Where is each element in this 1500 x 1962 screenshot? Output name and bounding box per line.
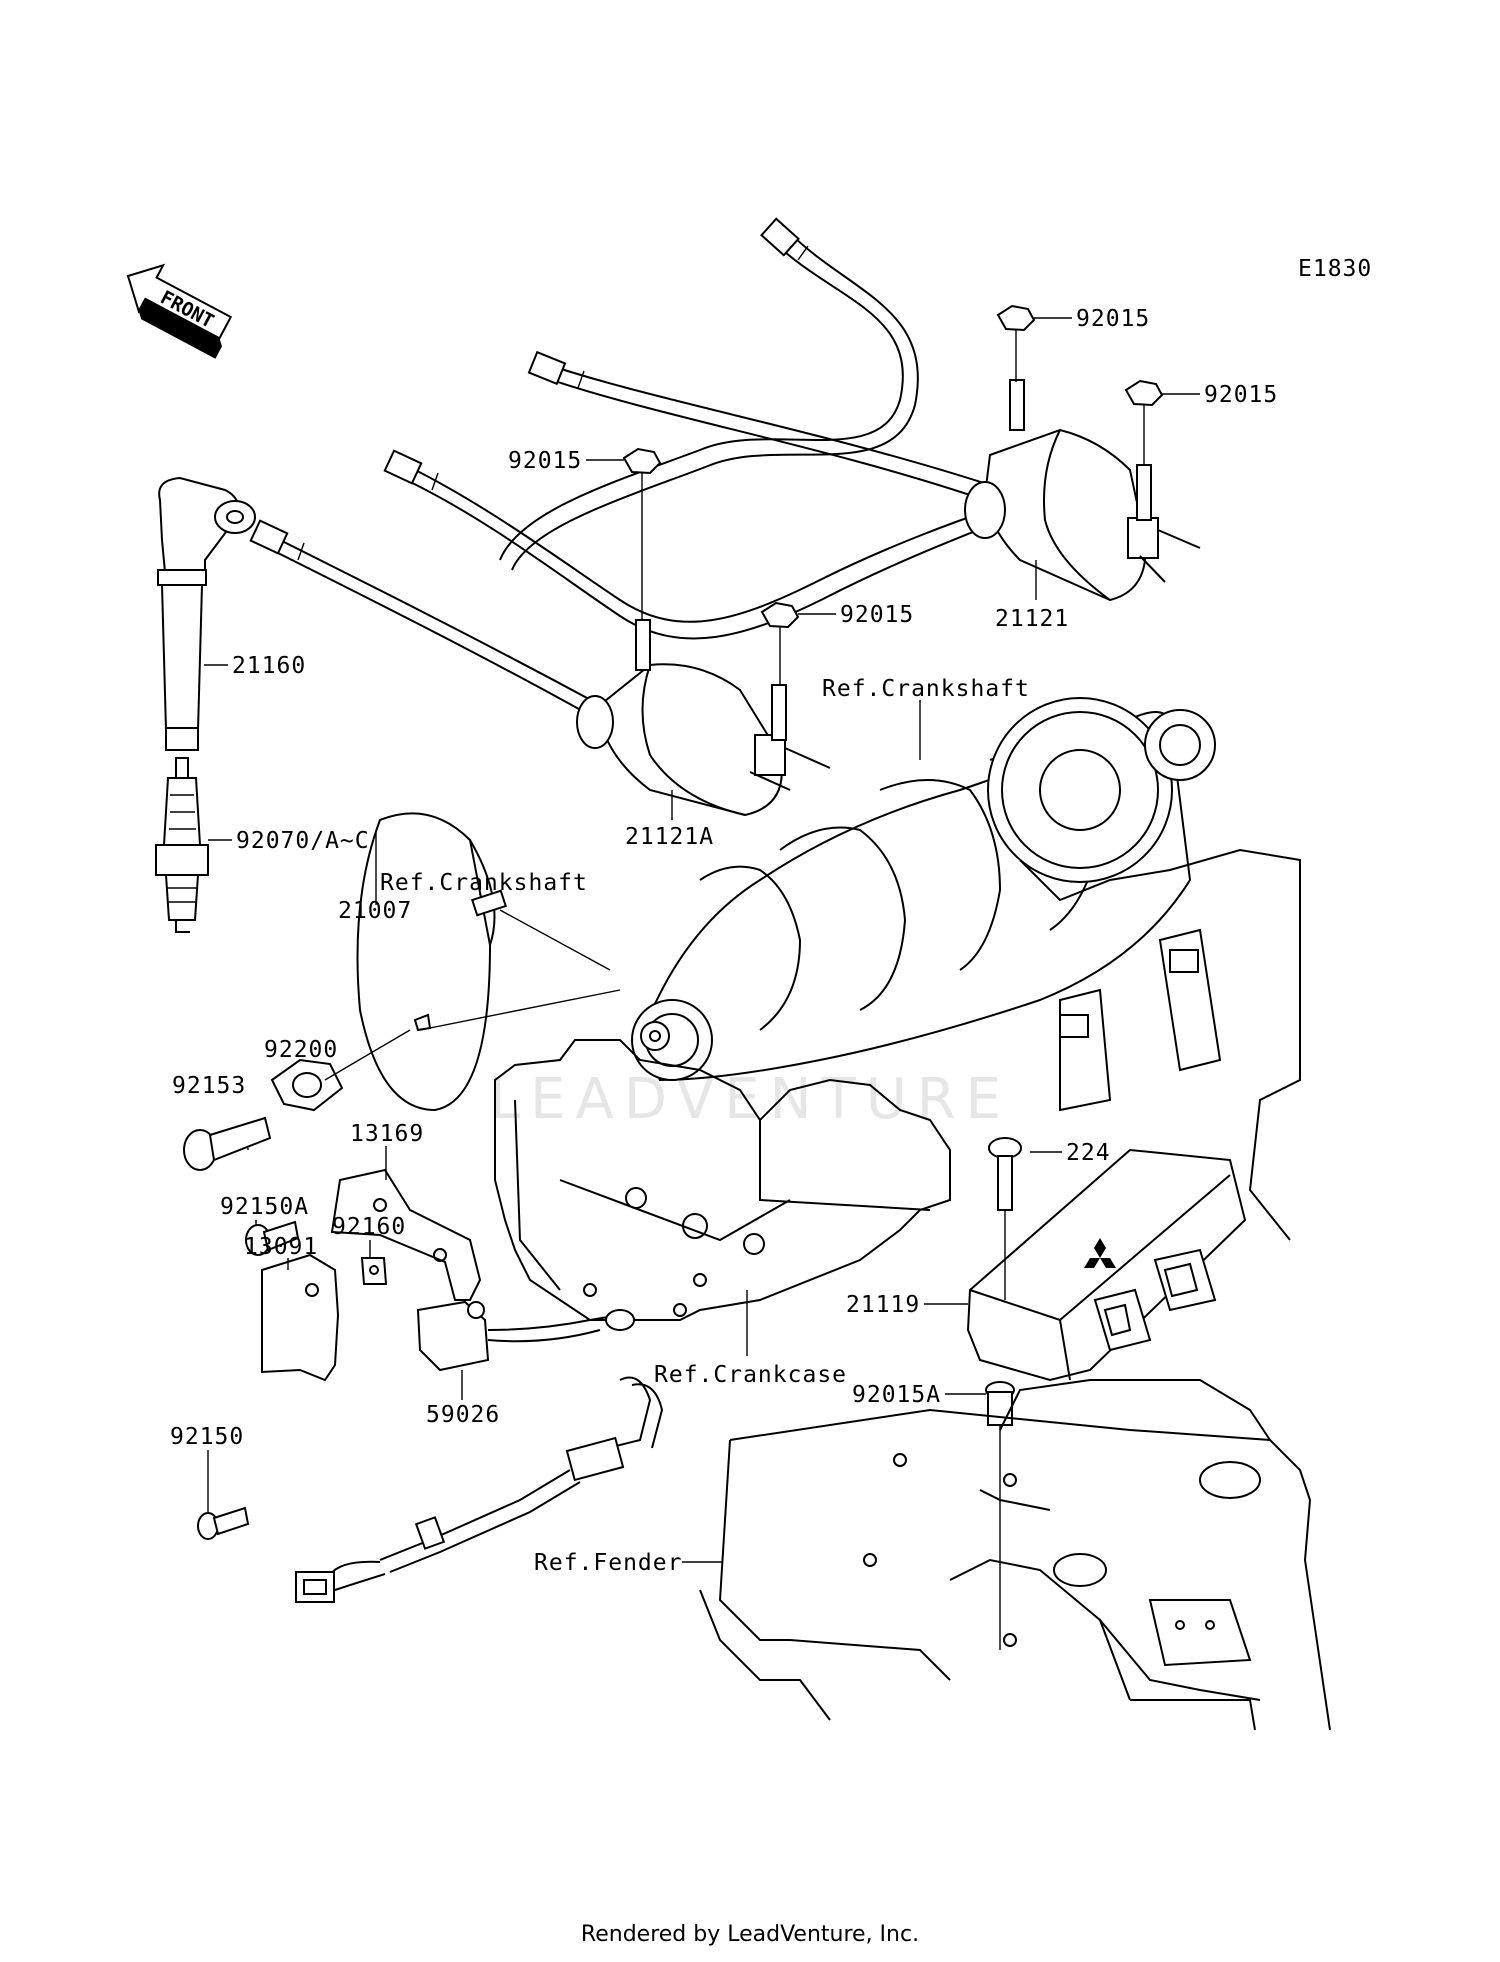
callout-ref-crankcase: Ref.Crankcase — [654, 1362, 847, 1388]
screw-224 — [988, 1137, 1022, 1300]
collar-92015a — [985, 1381, 1015, 1650]
callout-92015-b: 92015 — [1204, 382, 1278, 408]
callout-ref-crankshaft-2: Ref.Crankshaft — [380, 870, 588, 896]
ignition-cables — [249, 217, 994, 719]
callout-92150a: 92150A — [220, 1194, 309, 1220]
callout-21119: 21119 — [846, 1292, 920, 1318]
nut-92200 — [270, 1029, 411, 1112]
bracket-13091 — [261, 1253, 340, 1382]
nut-92015-b — [1124, 379, 1164, 466]
callout-92015-d: 92015 — [840, 602, 914, 628]
callout-ref-fender: Ref.Fender — [534, 1550, 682, 1576]
bracket-13169 — [330, 1168, 482, 1301]
bolt-92150 — [197, 1506, 250, 1540]
watermark-text: LEADVENTURE — [489, 1067, 1011, 1132]
nut-92015-c — [622, 447, 662, 620]
bolt-92150a — [245, 1220, 300, 1256]
igniter-unit — [966, 1148, 1247, 1382]
callout-92160: 92160 — [332, 1214, 406, 1240]
bolt-92153 — [183, 1116, 272, 1171]
pickup-coil — [295, 1300, 664, 1603]
callout-13091: 13091 — [244, 1234, 318, 1260]
callout-92015a: 92015A — [852, 1382, 941, 1408]
callout-21121a: 21121A — [625, 824, 714, 850]
callout-59026: 59026 — [426, 1402, 500, 1428]
nut-92015-a — [996, 304, 1036, 382]
callout-21160: 21160 — [232, 653, 306, 679]
ignition-coil-left — [576, 619, 831, 817]
footer-credit: Rendered by LeadVenture, Inc. — [580, 1922, 920, 1947]
spark-plug-cap — [157, 476, 256, 751]
callout-92015-a: 92015 — [1076, 306, 1150, 332]
callout-21007: 21007 — [338, 898, 412, 924]
diagram-id: E1830 — [1298, 256, 1372, 282]
callout-92070: 92070/A~C — [236, 828, 370, 854]
callout-21121: 21121 — [995, 606, 1069, 632]
callout-92150: 92150 — [170, 1424, 244, 1450]
timing-rotor — [356, 812, 621, 1112]
front-arrow-icon: FRONT — [126, 263, 233, 359]
spark-plug — [155, 757, 209, 933]
ignition-coil-right — [964, 379, 1201, 602]
callout-13169: 13169 — [350, 1121, 424, 1147]
callout-labels: 92015 92015 92015 92015 21121 21121A 211… — [170, 306, 1278, 1576]
plate-92160 — [360, 1257, 388, 1285]
crankcase — [494, 1039, 951, 1321]
crankshaft — [631, 697, 1216, 1082]
nut-92015-d — [760, 601, 800, 686]
leader-lines — [204, 317, 1200, 1563]
fender — [699, 1379, 1331, 1731]
logo-icon — [1084, 1238, 1116, 1268]
callout-92153: 92153 — [172, 1073, 246, 1099]
callout-224: 224 — [1066, 1140, 1111, 1166]
callout-92015-c: 92015 — [508, 448, 582, 474]
engine-block — [1019, 848, 1301, 1241]
callout-92200: 92200 — [264, 1037, 338, 1063]
callout-ref-crankshaft-1: Ref.Crankshaft — [822, 676, 1030, 702]
